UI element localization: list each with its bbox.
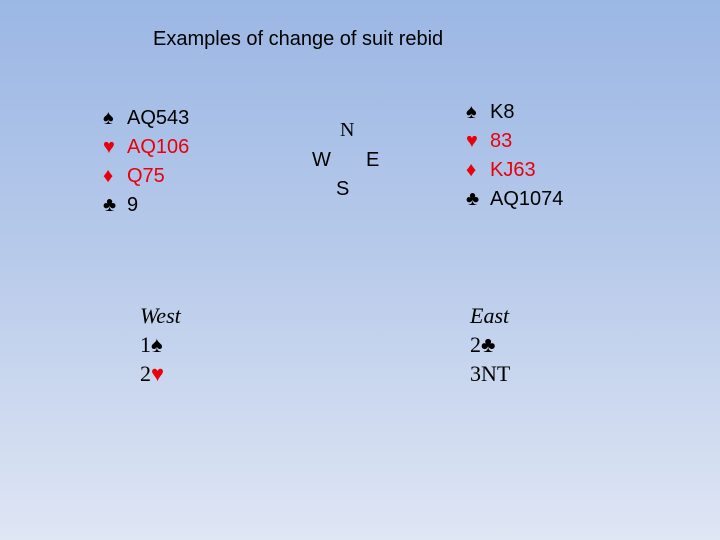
- diamond-icon: ♦: [466, 159, 477, 181]
- east-diamonds-row: ♦ KJ63: [466, 156, 563, 185]
- west-clubs-cards: 9: [127, 194, 139, 216]
- west-diamonds-row: ♦ Q75: [103, 162, 189, 191]
- bid-level: 2: [140, 361, 151, 386]
- east-bid-1: 2♣: [470, 330, 510, 359]
- east-clubs-cards: AQ1074: [490, 188, 564, 210]
- heart-icon: ♥: [466, 130, 478, 152]
- east-hand: ♠ K8 ♥ 83 ♦ KJ63 ♣ AQ1074: [466, 98, 563, 214]
- west-hearts-cards: AQ106: [127, 136, 190, 158]
- west-hearts-row: ♥ AQ106: [103, 133, 189, 162]
- heart-icon: ♥: [103, 136, 115, 158]
- west-bid-1: 1♠: [140, 330, 181, 359]
- bid-level: 2: [470, 332, 481, 357]
- club-icon: ♣: [481, 332, 496, 357]
- east-clubs-row: ♣ AQ1074: [466, 185, 563, 214]
- west-hand: ♠AQ543 ♥AQ106 ♦Q75 ♣9: [103, 104, 189, 220]
- spade-icon: ♠: [151, 332, 163, 357]
- club-icon: ♣: [103, 194, 117, 216]
- compass-west: W: [312, 149, 331, 171]
- west-bidding: West 1♠ 2♥: [140, 301, 181, 388]
- west-clubs-row: ♣9: [103, 191, 189, 220]
- heart-icon: ♥: [151, 361, 165, 386]
- west-spades-row: ♠ AQ543: [103, 104, 189, 133]
- bid-level: 3NT: [470, 361, 511, 386]
- bid-level: 1: [140, 332, 151, 357]
- east-spades-cards: K8: [490, 101, 515, 123]
- west-spades-cards: AQ543: [127, 107, 190, 129]
- east-bid-2: 3NT: [470, 359, 510, 388]
- compass-north: N: [340, 119, 355, 141]
- diamond-icon: ♦: [103, 165, 114, 187]
- east-bidding: East 2♣ 3NT: [470, 301, 510, 388]
- west-bid-2: 2♥: [140, 359, 181, 388]
- spade-icon: ♠: [103, 107, 114, 129]
- slide-title: Examples of change of suit rebid: [153, 28, 444, 50]
- east-bidding-header: East: [470, 303, 510, 328]
- compass-east: E: [366, 149, 380, 171]
- east-diamonds-cards: KJ63: [490, 159, 536, 181]
- club-icon: ♣: [466, 188, 480, 210]
- east-spades-row: ♠ K8: [466, 98, 563, 127]
- spade-icon: ♠: [466, 101, 477, 123]
- east-hearts-row: ♥ 83: [466, 127, 563, 156]
- compass-south: S: [336, 178, 350, 200]
- west-bidding-header: West: [140, 303, 181, 328]
- east-hearts-cards: 83: [490, 130, 513, 152]
- west-diamonds-cards: Q75: [127, 165, 165, 187]
